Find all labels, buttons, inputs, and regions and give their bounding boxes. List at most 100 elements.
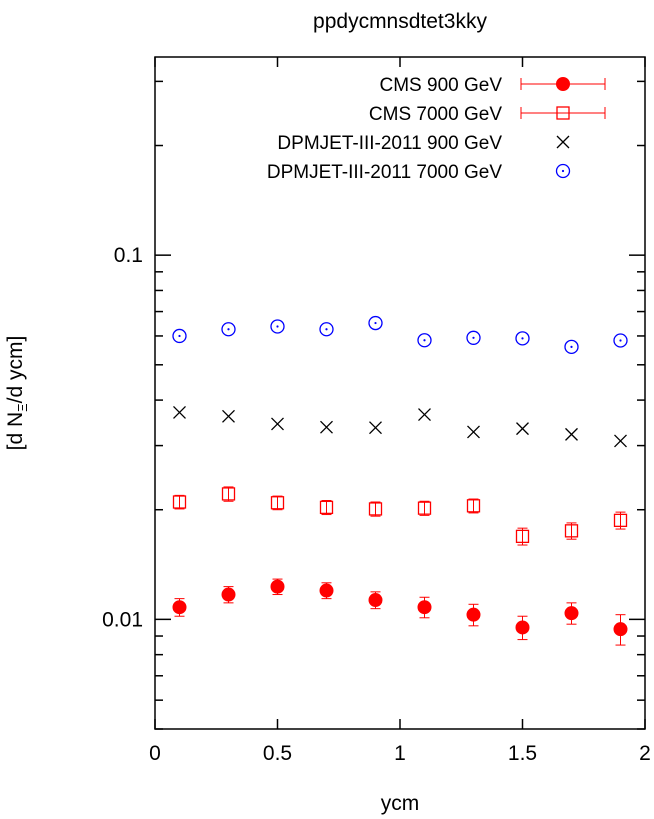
marker-ring (270, 319, 285, 334)
marker-ring (221, 322, 236, 337)
marker-dot (374, 321, 377, 325)
data-point (564, 606, 579, 621)
data-point (515, 620, 530, 635)
x-tick-labels: 0 0.5 1 1.5 2 (149, 742, 651, 765)
data-point (368, 315, 383, 331)
legend-marker (556, 77, 570, 91)
marker-dot (561, 169, 565, 173)
data-point (319, 322, 334, 337)
marker-dot (521, 337, 524, 340)
data-point (173, 405, 186, 419)
plot-area (154, 56, 646, 730)
data-point (467, 425, 480, 439)
legend-label: CMS 7000 GeV (369, 104, 502, 125)
data-point (564, 524, 579, 538)
y-tick-label: 0.1 (114, 244, 143, 267)
axis-ticks (154, 57, 646, 730)
data-point (613, 513, 628, 528)
data-point (270, 496, 285, 510)
data-point (368, 502, 383, 516)
marker-ring (613, 333, 628, 348)
data-point (613, 622, 628, 637)
error-bar (370, 501, 381, 517)
plot-frame (154, 56, 646, 730)
marker-ring (466, 330, 481, 345)
data-point (221, 322, 236, 337)
series-2 (172, 486, 628, 546)
data-marks (172, 315, 628, 646)
data-point (418, 408, 431, 422)
marker-dot (570, 345, 573, 348)
data-point (172, 600, 187, 615)
y-axis-label-prefix: [d N (4, 412, 27, 451)
legend-label: DPMJET-III-2011 7000 GeV (267, 162, 502, 183)
data-point (417, 333, 432, 348)
error-bar (419, 500, 430, 516)
marker-dot (227, 328, 230, 331)
marker-dot (472, 336, 475, 339)
data-point (222, 409, 235, 423)
data-point (466, 607, 481, 622)
y-axis-label-subscript: Ξ (15, 403, 30, 411)
error-bar (321, 500, 332, 516)
error-bar (223, 486, 234, 502)
x-tick-label: 1 (394, 742, 406, 765)
legend-entry-2: CMS 7000 GeV (369, 104, 606, 125)
error-bar (468, 498, 479, 514)
data-point (614, 434, 627, 448)
marker-ring (368, 315, 383, 331)
data-point (369, 421, 382, 435)
x-tick-label: 1.5 (508, 742, 537, 765)
data-point (565, 427, 578, 441)
data-point (417, 600, 432, 615)
data-point (271, 417, 284, 431)
marker-dot (325, 328, 328, 331)
data-point (564, 339, 579, 355)
data-point (466, 330, 481, 345)
error-bar (174, 494, 185, 510)
legend-entry-4: DPMJET-III-2011 7000 GeV (267, 162, 571, 183)
marker-ring (564, 339, 579, 355)
series-3 (173, 405, 627, 448)
x-tick-label: 0.5 (263, 742, 292, 765)
x-tick-label: 2 (639, 742, 651, 765)
error-bar (272, 495, 283, 511)
data-point (270, 319, 285, 334)
legend-marker (556, 106, 570, 120)
data-point (320, 420, 333, 434)
y-axis-label-suffix: /d ycm] (4, 336, 27, 404)
legend: CMS 900 GeV CMS 7000 GeV DPMJET-III-2011 9… (267, 75, 606, 183)
marker-ring (319, 322, 334, 337)
marker-dot (178, 334, 181, 338)
legend-entry-1: CMS 900 GeV (380, 75, 606, 96)
data-point (172, 495, 187, 509)
y-tick-labels: 0.01 0.1 (102, 244, 143, 631)
data-point (270, 579, 285, 594)
marker-dot (276, 325, 279, 328)
data-point (466, 499, 481, 513)
legend-entry-3: DPMJET-III-2011 900 GeV (277, 133, 570, 154)
marker-dot (619, 339, 622, 342)
marker-dot (423, 339, 426, 342)
x-tick-label: 0 (149, 742, 161, 765)
data-point (516, 422, 529, 436)
y-axis-label: [d NΞ/d ycm] (4, 336, 30, 451)
y-tick-label: 0.01 (102, 608, 143, 631)
marker-ring (515, 331, 530, 346)
data-point (172, 328, 187, 344)
chart-title: ppdycmnsdtet3kky (313, 10, 487, 33)
data-point (221, 587, 236, 602)
marker-ring (172, 328, 187, 344)
data-point (417, 501, 432, 515)
data-point (515, 529, 530, 544)
data-point (613, 333, 628, 348)
legend-marker (555, 163, 571, 179)
data-point (368, 593, 383, 608)
marker-ring (555, 163, 571, 179)
data-point (319, 500, 334, 515)
data-point (319, 583, 334, 598)
x-axis-label: ycm (381, 792, 420, 815)
marker-ring (417, 333, 432, 348)
data-point (515, 331, 530, 346)
